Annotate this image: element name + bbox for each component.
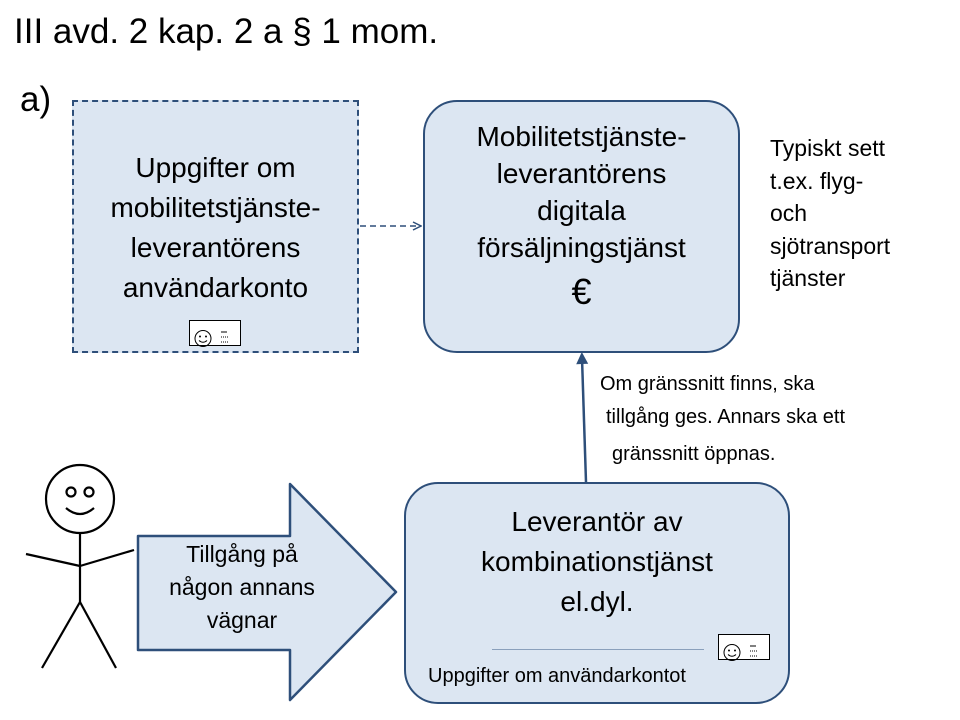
sales-service-line-2: leverantörens — [496, 158, 667, 189]
access-arrow-label: Tillgång på någon annans vägnar — [142, 538, 342, 637]
euro-symbol: € — [571, 271, 592, 312]
access-arrow-line-2: någon annans — [169, 574, 315, 600]
typical-note-line-3: och — [770, 200, 808, 226]
combination-line-1: Leverantör av — [511, 506, 683, 537]
id-card-icon — [189, 320, 241, 347]
sales-service-line-4: försäljningstjänst — [477, 232, 686, 263]
sales-service-box: Mobilitetstjänste- leverantörens digital… — [423, 100, 740, 353]
account-data-divider — [492, 649, 704, 650]
user-account-line-1: Uppgifter om — [135, 152, 296, 183]
combination-service-box: Leverantör av kombinationstjänst el.dyl.… — [404, 482, 790, 704]
user-account-line-3: leverantörens — [130, 232, 301, 263]
interface-note-line-1: Om gränssnitt finns, ska — [600, 373, 815, 395]
interface-note-line-2: tillgång ges. Annars ska ett — [606, 406, 846, 428]
sales-service-line-3: digitala — [537, 195, 626, 226]
access-arrow-line-1: Tillgång på — [186, 541, 298, 567]
typical-note-line-1: Typiskt sett — [770, 135, 886, 161]
page-title: III avd. 2 kap. 2 a § 1 mom. — [14, 12, 439, 51]
combination-line-3: el.dyl. — [560, 586, 634, 617]
combination-line-2: kombinationstjänst — [481, 546, 713, 577]
interface-note-line-3: gränssnitt öppnas. — [612, 443, 776, 465]
typical-services-note: Typiskt sett t.ex. flyg- och sjötranspor… — [770, 132, 890, 295]
section-label: a) — [20, 80, 52, 119]
sales-service-line-1: Mobilitetstjänste- — [476, 121, 687, 152]
access-arrow-line-3: vägnar — [206, 607, 278, 633]
user-account-line-2: mobilitetstjänste- — [110, 192, 321, 223]
person-figure-icon — [25, 463, 135, 669]
id-card-graphic — [194, 330, 229, 347]
account-data-caption: Uppgifter om användarkontot — [428, 665, 686, 687]
access-connector — [576, 352, 589, 483]
typical-note-line-2: t.ex. flyg- — [770, 167, 864, 194]
typical-note-line-4: sjötransport — [770, 232, 891, 259]
access-block-arrow — [136, 482, 398, 702]
id-card-graphic — [723, 644, 758, 661]
typical-note-line-5: tjänster — [770, 265, 846, 291]
user-account-data-box: Uppgifter om mobilitetstjänste- leverant… — [72, 100, 359, 353]
id-card-icon — [718, 634, 770, 661]
user-account-line-4: användarkonto — [122, 272, 309, 303]
